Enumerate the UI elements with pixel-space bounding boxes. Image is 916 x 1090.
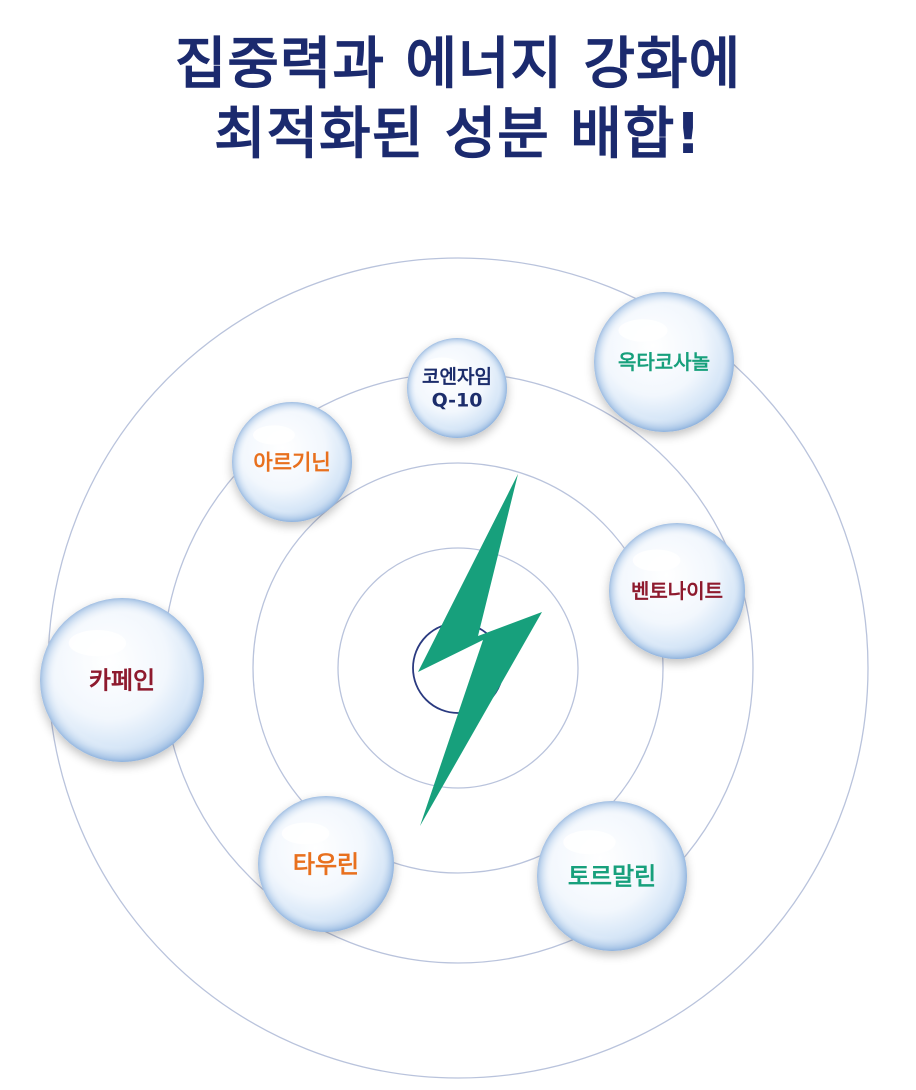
ingredient-label-arginine: 아르기닌 (253, 451, 330, 475)
ingredient-label-tourmaline: 토르말린 (568, 863, 656, 891)
lightning-bolt-icon (418, 474, 542, 826)
bubble-highlight (68, 629, 127, 657)
ingredient-bubble-octacosanol: 옥타코사놀 (594, 292, 734, 432)
ingredient-label-taurine: 타우린 (293, 851, 359, 879)
ingredient-bubble-bentonite: 벤토나이트 (609, 523, 745, 659)
headline: 집중력과 에너지 강화에 최적화된 성분 배합! (0, 30, 916, 170)
ingredient-label-coq10-line-1: 코엔자임 (422, 366, 492, 388)
ingredient-bubble-tourmaline: 토르말린 (537, 801, 687, 951)
orbit-ring-1 (337, 547, 579, 789)
headline-line-1: 집중력과 에너지 강화에 (174, 32, 742, 97)
ingredient-label-caffeine: 카페인 (89, 667, 155, 695)
bubble-highlight (563, 830, 616, 855)
bubble-highlight (632, 549, 681, 572)
bubble-highlight (618, 319, 668, 342)
bubble-highlight (253, 425, 295, 445)
bubble-rim (407, 338, 507, 438)
ingredient-bubble-taurine: 타우린 (258, 796, 394, 932)
ingredient-label-octacosanol: 옥타코사놀 (618, 350, 710, 374)
headline-line-2: 최적화된 성분 배합! (214, 102, 702, 167)
ingredient-bubble-arginine: 아르기닌 (232, 402, 352, 522)
bubble-highlight (424, 357, 460, 374)
orbit-ring-2 (252, 462, 664, 874)
ingredient-label-bentonite: 벤토나이트 (631, 579, 723, 603)
bubble-highlight (281, 822, 330, 845)
ingredient-bubble-caffeine: 카페인 (40, 598, 204, 762)
ingredient-label-coq10-line-2: Q-10 (432, 390, 483, 412)
